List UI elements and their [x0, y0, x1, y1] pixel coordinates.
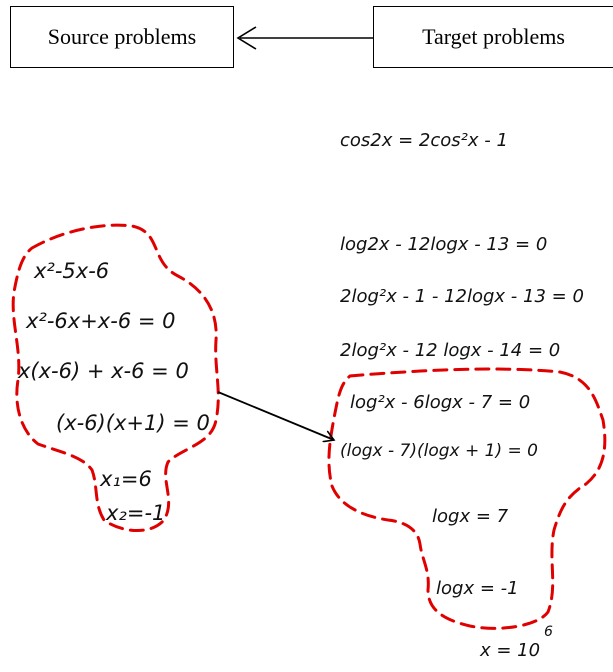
target-step-9: x = 10 [479, 640, 540, 661]
source-problems-box: Source problems [10, 6, 234, 68]
source-step-3: x(x-6) + x-6 = 0 [17, 359, 189, 383]
target-problems-label: Target problems [422, 24, 565, 49]
target-solution: cos2x = 2cos²x - 1 log2x - 12logx - 13 =… [340, 130, 584, 661]
target-final-superscript: 6 [544, 624, 553, 640]
source-dashed-outline [11, 223, 220, 533]
target-step-2: log2x - 12logx - 13 = 0 [340, 234, 547, 255]
target-step-6: (logx - 7)(logx + 1) = 0 [340, 441, 538, 461]
target-step-4: 2log²x - 12 logx - 14 = 0 [340, 340, 560, 361]
source-step-5: x₁=6 [99, 467, 152, 491]
target-step-1: cos2x = 2cos²x - 1 [340, 130, 508, 151]
target-step-7: logx = 7 [432, 506, 509, 527]
source-solution: x²-5x-6 x²-6x+x-6 = 0 x(x-6) + x-6 = 0 (… [17, 259, 210, 525]
source-step-4: (x-6)(x+1) = 0 [56, 411, 210, 435]
target-dashed-outline [327, 367, 607, 630]
source-step-6: x₂=-1 [105, 501, 165, 525]
source-step-2: x²-6x+x-6 = 0 [25, 309, 175, 333]
connection-arrow [217, 391, 334, 440]
source-step-1: x²-5x-6 [33, 259, 109, 283]
target-step-8: logx = -1 [436, 578, 519, 599]
target-problems-box: Target problems [373, 6, 613, 68]
target-step-3: 2log²x - 1 - 12logx - 13 = 0 [340, 286, 584, 307]
header-arrow [236, 26, 373, 50]
target-step-5: log²x - 6logx - 7 = 0 [350, 392, 530, 413]
source-problems-label: Source problems [47, 24, 197, 49]
